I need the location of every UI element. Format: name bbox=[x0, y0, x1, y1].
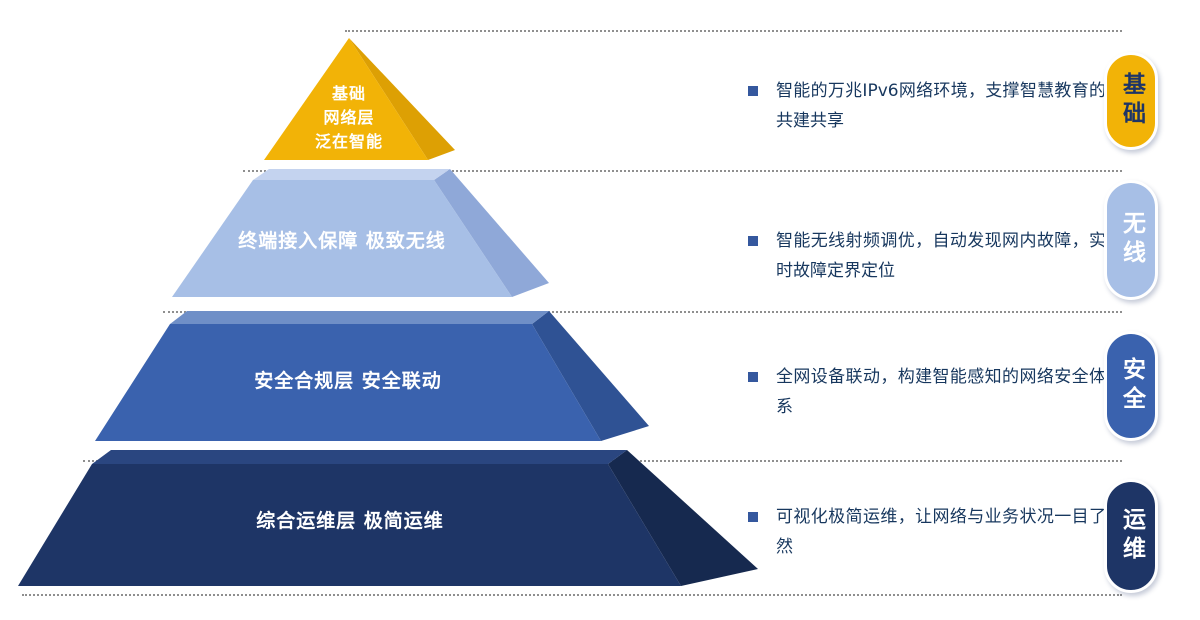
layer1-side-face bbox=[349, 38, 455, 160]
badge-security: 安全 bbox=[1104, 331, 1158, 441]
badge-foundation-label: 基础 bbox=[1118, 72, 1145, 130]
annotation-text: 可视化极简运维，让网络与业务状况一目了然 bbox=[776, 507, 1106, 557]
badge-security-label: 安全 bbox=[1118, 357, 1145, 415]
badge-operations: 运维 bbox=[1104, 479, 1158, 593]
layer3-front-face bbox=[95, 324, 601, 441]
layer4-side-face bbox=[608, 450, 758, 586]
layer1-label: 基础 网络层 泛在智能 bbox=[269, 82, 429, 154]
annotation-text: 全网设备联动，构建智能感知的网络安全体系 bbox=[776, 367, 1106, 417]
bullet-square-icon bbox=[748, 236, 758, 246]
layer3-side-face bbox=[532, 311, 649, 441]
layer4-front-face bbox=[18, 464, 681, 586]
annotation-row-operations: 可视化极简运维，让网络与业务状况一目了然 bbox=[748, 502, 1120, 562]
dotted-line-1 bbox=[345, 30, 1122, 32]
layer2-side-face bbox=[434, 169, 549, 297]
annotation-text: 智能的万兆IPv6网络环境，支撑智慧教育的共建共享 bbox=[776, 81, 1106, 131]
dotted-line-2 bbox=[243, 170, 1122, 172]
layer2-top-face bbox=[253, 169, 450, 180]
layer1-label-line2: 网络层 bbox=[323, 108, 375, 127]
annotation-text: 智能无线射频调优，自动发现网内故障，实时故障定界定位 bbox=[776, 231, 1106, 281]
layer1-front-face bbox=[264, 38, 428, 160]
dotted-line-5 bbox=[22, 594, 1122, 596]
annotation-row-security: 全网设备联动，构建智能感知的网络安全体系 bbox=[748, 362, 1120, 422]
layer4-label: 综合运维层 极简运维 bbox=[256, 510, 444, 532]
layer4-top-face bbox=[92, 450, 627, 464]
layer1-label-line3: 泛在智能 bbox=[314, 132, 383, 151]
layer3-label: 安全合规层 安全联动 bbox=[254, 370, 442, 392]
layer3-top-face bbox=[170, 311, 549, 324]
layer2-front-face bbox=[172, 180, 512, 297]
annotation-row-foundation: 智能的万兆IPv6网络环境，支撑智慧教育的共建共享 bbox=[748, 76, 1120, 136]
dotted-line-3 bbox=[163, 311, 1122, 313]
badge-operations-label: 运维 bbox=[1118, 507, 1145, 565]
bullet-square-icon bbox=[748, 86, 758, 96]
annotation-row-wireless: 智能无线射频调优，自动发现网内故障，实时故障定界定位 bbox=[748, 226, 1120, 286]
badge-wireless-label: 无线 bbox=[1118, 211, 1145, 269]
bullet-square-icon bbox=[748, 372, 758, 382]
bullet-square-icon bbox=[748, 512, 758, 522]
layer1-label-line1: 基础 bbox=[331, 84, 366, 103]
layer2-label: 终端接入保障 极致无线 bbox=[238, 230, 446, 252]
badge-wireless: 无线 bbox=[1104, 180, 1158, 300]
badge-foundation: 基础 bbox=[1104, 52, 1158, 150]
